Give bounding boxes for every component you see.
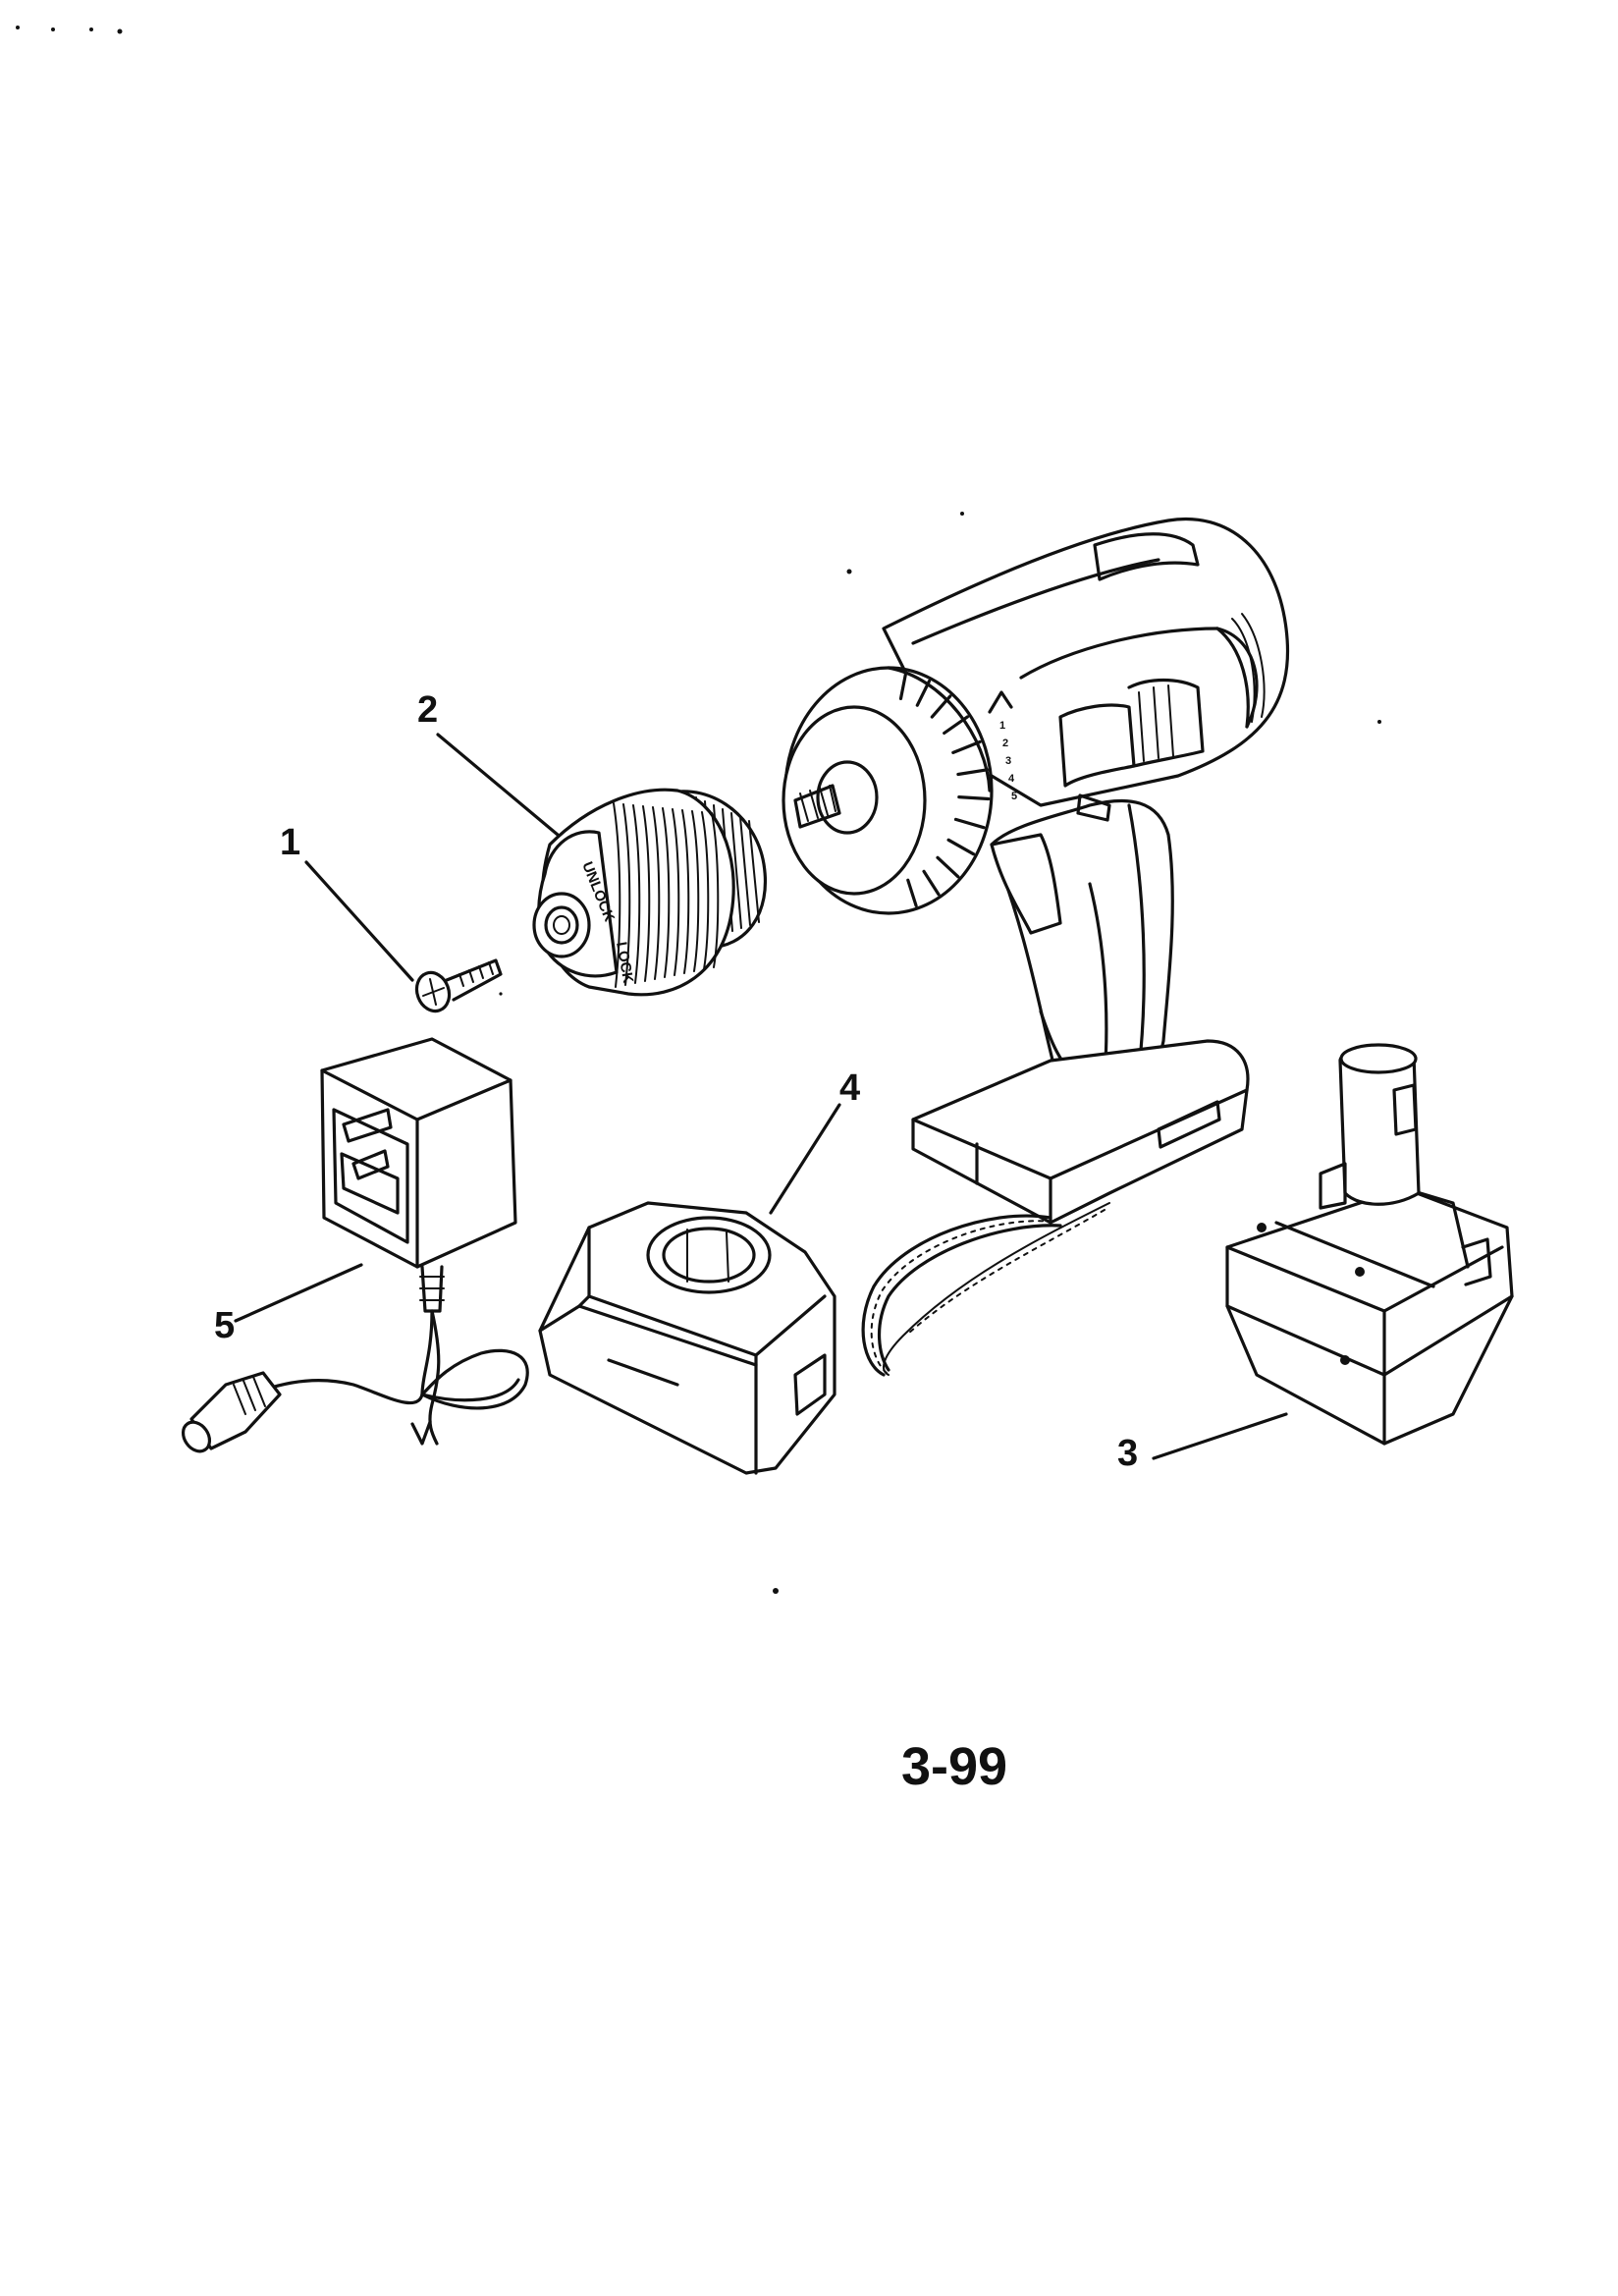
drill-body: 1 2 3 4 5 <box>782 518 1289 1225</box>
clutch-dial-numbers: 1 2 3 4 5 <box>999 720 1017 802</box>
scan-specks <box>16 26 1381 1594</box>
clutch-rib <box>951 739 982 754</box>
clutch-rib <box>915 679 932 707</box>
callout-3: 3 <box>1117 1433 1138 1474</box>
screw-part <box>414 958 503 1013</box>
callout-leaders <box>234 733 1288 1460</box>
chuck-body-ribs <box>613 802 720 988</box>
charger-base-part <box>538 1201 836 1475</box>
ring-rib <box>748 820 760 923</box>
clutch-dial-number: 1 <box>999 720 1005 732</box>
wrist-strap <box>861 1202 1110 1377</box>
clutch-ring-ribs <box>898 671 991 907</box>
clutch-rib <box>943 715 969 736</box>
clutch-dial-number: 4 <box>1008 773 1015 785</box>
chuck-rib <box>711 812 720 968</box>
callout-5: 5 <box>214 1305 235 1346</box>
callout-4: 4 <box>839 1067 860 1109</box>
chuck-rib <box>632 804 641 984</box>
chuck-rib <box>691 810 700 972</box>
ring-rib <box>730 812 742 929</box>
chuck-rib <box>622 803 631 986</box>
clutch-rib <box>906 878 918 907</box>
chuck-rib <box>642 805 651 982</box>
chuck-part: UNLOCK LOCK <box>532 788 767 997</box>
chuck-rib <box>681 809 690 974</box>
chuck-rib <box>662 807 671 978</box>
clutch-rib <box>898 671 908 700</box>
clutch-rib <box>922 869 941 897</box>
chuck-rib <box>652 806 661 980</box>
clutch-dial-number: 3 <box>1005 755 1011 767</box>
clutch-rib <box>930 694 952 719</box>
page-number: 3-99 <box>901 1737 1008 1796</box>
callout-1: 1 <box>280 822 300 863</box>
clutch-dial-number: 5 <box>1011 791 1017 802</box>
battery-pack-part <box>1225 1043 1514 1446</box>
wall-adapter-part <box>181 1037 529 1453</box>
callout-2: 2 <box>417 689 438 731</box>
clutch-rib <box>957 795 991 801</box>
chuck-rib <box>672 808 680 976</box>
ring-rib <box>739 816 751 926</box>
clutch-rib <box>946 838 976 856</box>
clutch-dial-number: 2 <box>1002 738 1008 749</box>
clutch-rib <box>956 768 990 777</box>
clutch-rib <box>936 855 960 879</box>
chuck-rib <box>701 811 710 970</box>
clutch-rib <box>953 817 986 830</box>
